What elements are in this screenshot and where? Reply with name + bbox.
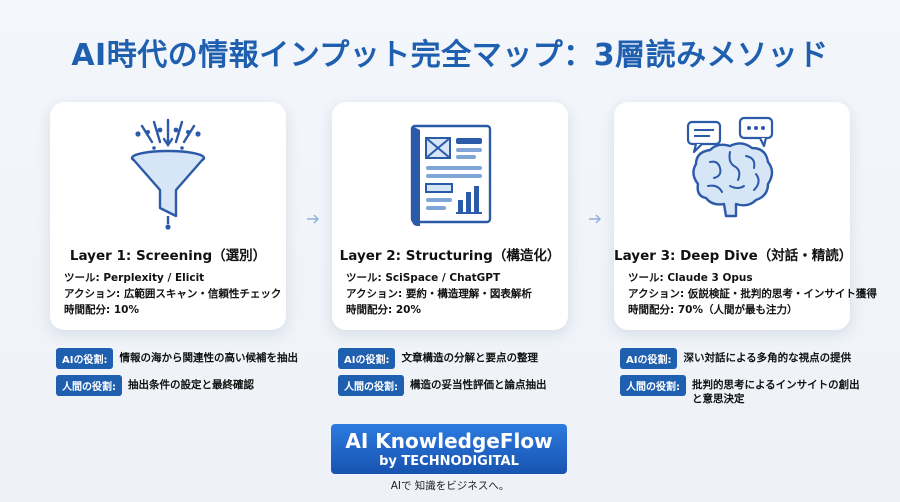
arrow-right-icon xyxy=(589,214,601,224)
ai-role-badge: AIの役割: xyxy=(338,348,396,369)
layer-3-tools: ツール: Claude 3 Opus xyxy=(628,272,753,284)
human-role-text-wrap: 批判的思考によるインサイトの創出 と意思決定 xyxy=(692,375,860,406)
human-role-text: 構造の妥当性評価と論点抽出 xyxy=(410,379,547,391)
human-role-text: 批判的思考によるインサイトの創出 xyxy=(692,379,860,391)
layer-3-card: Layer 3: Deep Dive（対話・精読） ツール: Claude 3 … xyxy=(614,102,877,330)
layer-2-title: Layer 2: Structuring（構造化） xyxy=(339,248,561,264)
layer-3-title: Layer 3: Deep Dive（対話・精読） xyxy=(614,248,853,264)
brain-chat-icon xyxy=(686,116,774,218)
layer-2-card: Layer 2: Structuring（構造化） ツール: SciSpace … xyxy=(332,102,568,330)
layer-1-action: アクション: 広範囲スキャン・信頼性チェック xyxy=(64,288,282,300)
layer-1-title: Layer 1: Screening（選別） xyxy=(69,248,267,264)
human-role-badge: 人間の役割: xyxy=(620,375,686,396)
human-role-badge: 人間の役割: xyxy=(338,375,404,396)
funnel-icon xyxy=(130,118,206,230)
ai-role-badge: AIの役割: xyxy=(620,348,678,369)
human-role-badge: 人間の役割: xyxy=(56,375,122,396)
layer-1-roles: AIの役割: 情報の海から関連性の高い候補を抽出 人間の役割: 抽出条件の設定と… xyxy=(56,348,298,402)
layer-2-time: 時間配分: 20% xyxy=(346,304,421,316)
brand-tagline: AIで 知識をビジネスへ。 xyxy=(390,480,510,492)
human-role-text: 抽出条件の設定と最終確認 xyxy=(128,379,254,391)
arrow-right-icon xyxy=(307,214,319,224)
layer-2-action: アクション: 要約・構造理解・図表解析 xyxy=(346,288,532,300)
ai-role-text: 深い対話による多角的な視点の提供 xyxy=(683,352,852,364)
layer-1-tools: ツール: Perplexity / Elicit xyxy=(64,272,205,284)
layer-3-action: アクション: 仮説検証・批判的思考・インサイト獲得 xyxy=(628,288,877,300)
layer-3-roles: AIの役割: 深い対話による多角的な視点の提供 人間の役割: 批判的思考によるイ… xyxy=(620,348,860,412)
layer-2-tools: ツール: SciSpace / ChatGPT xyxy=(346,272,501,284)
brand-logo: AI KnowledgeFlow by TECHNODIGITAL xyxy=(331,424,567,474)
document-chart-icon xyxy=(410,124,492,226)
human-role-text-line2: と意思決定 xyxy=(692,393,745,405)
layer-3-time: 時間配分: 70%（人間が最も注力） xyxy=(628,304,798,316)
brand-name: AI KnowledgeFlow xyxy=(345,429,553,453)
ai-role-text: 文章構造の分解と要点の整理 xyxy=(401,352,538,364)
layer-1-card: Layer 1: Screening（選別） ツール: Perplexity /… xyxy=(50,102,286,330)
page-title: AI時代の情報インプット完全マップ：3層読みメソッド xyxy=(71,38,829,73)
ai-role-text: 情報の海から関連性の高い候補を抽出 xyxy=(119,352,298,364)
brand-by: by TECHNODIGITAL xyxy=(379,454,519,469)
layer-2-roles: AIの役割: 文章構造の分解と要点の整理 人間の役割: 構造の妥当性評価と論点抽… xyxy=(338,348,547,402)
ai-role-badge: AIの役割: xyxy=(56,348,114,369)
layer-1-time: 時間配分: 10% xyxy=(64,304,139,316)
